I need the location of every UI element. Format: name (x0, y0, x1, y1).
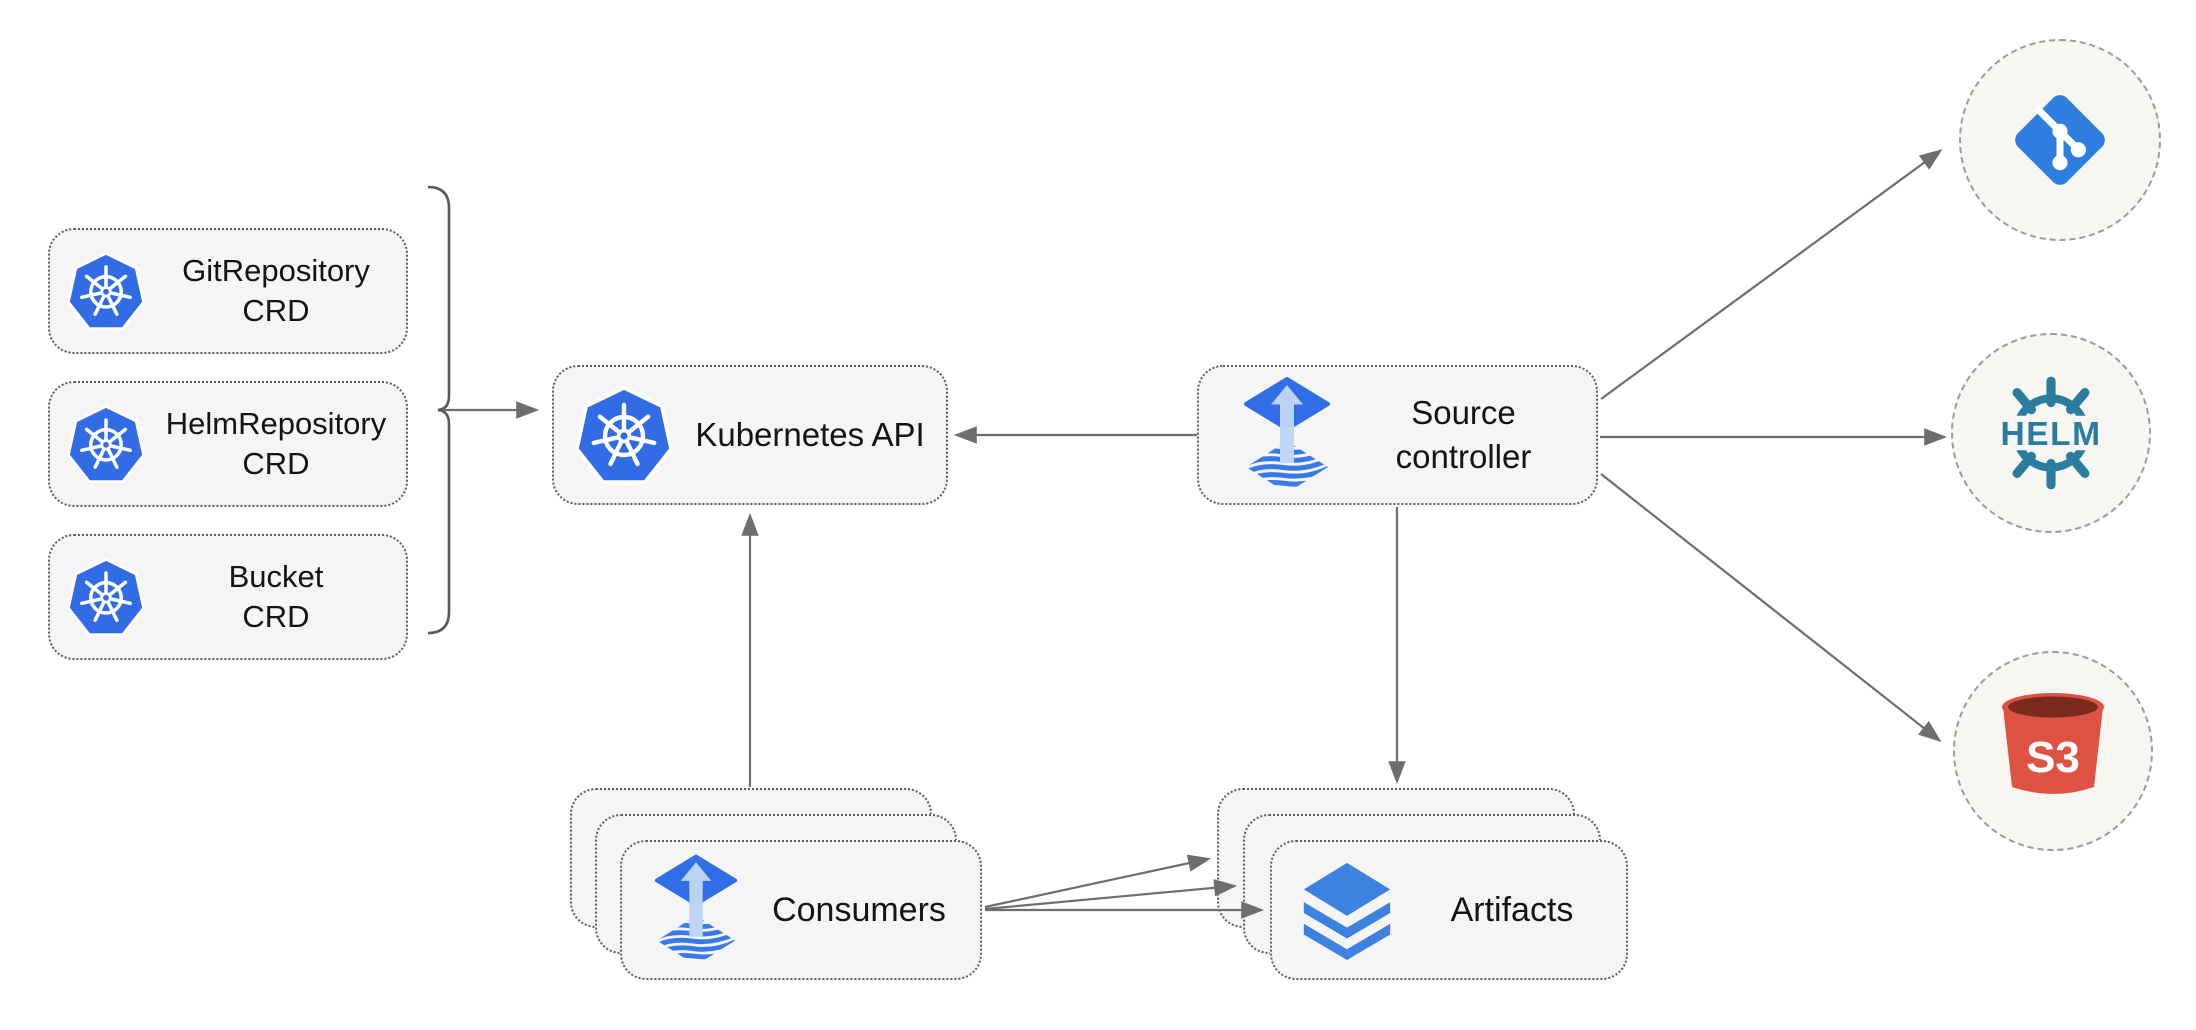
s3-icon: S3 (2002, 693, 2104, 794)
connector-source-controller-to-git (1600, 149, 1943, 400)
node-s3-source: S3 (1953, 651, 2153, 851)
helm-label: HELM (2001, 416, 2102, 453)
node-label: Source controller (1331, 391, 1596, 479)
node-label: Bucket CRD (146, 557, 406, 637)
node-label: HelmRepository CRD (146, 404, 406, 484)
connector-consumers-to-artifacts-back (984, 854, 1212, 909)
kubernetes-icon (574, 385, 674, 485)
node-label-line2: controller (1395, 438, 1532, 475)
node-label-line2: CRD (242, 446, 310, 481)
connector-consumers-to-artifacts-middle (984, 879, 1238, 911)
connector-source-controller-to-s3 (1600, 473, 1942, 742)
node-label-line1: GitRepository (182, 253, 370, 288)
node-label-line1: HelmRepository (165, 406, 387, 441)
node-label: Consumers (772, 890, 946, 929)
node-label-line2: CRD (242, 599, 310, 634)
node-git-source (1959, 39, 2161, 241)
kubernetes-icon (66, 251, 146, 331)
layers-icon (1296, 857, 1398, 963)
node-kubernetes-api: Kubernetes API (552, 365, 948, 505)
kubernetes-icon (66, 557, 146, 637)
node-label-line1: Bucket (228, 559, 324, 594)
flux-icon (1243, 377, 1331, 493)
node-helm-source: HELM (1951, 333, 2151, 533)
helm-icon: HELM (1989, 376, 2113, 490)
node-bucket-crd: Bucket CRD (48, 534, 408, 660)
node-consumers: Consumers (620, 840, 982, 980)
s3-label: S3 (2026, 733, 2080, 782)
node-label: Kubernetes API (695, 416, 925, 453)
node-source-controller: Source controller (1197, 365, 1598, 505)
git-icon (2006, 86, 2114, 194)
node-label: Artifacts (1450, 890, 1574, 929)
flux-icon (654, 854, 738, 966)
kubernetes-icon (66, 404, 146, 484)
node-label-line1: Source (1411, 394, 1516, 431)
node-label: GitRepository CRD (146, 251, 406, 331)
node-gitrepository-crd: GitRepository CRD (48, 228, 408, 354)
crd-group-bracket (427, 185, 451, 635)
node-label-line2: CRD (242, 293, 310, 328)
node-helmrepository-crd: HelmRepository CRD (48, 381, 408, 507)
node-artifacts: Artifacts (1270, 840, 1628, 980)
